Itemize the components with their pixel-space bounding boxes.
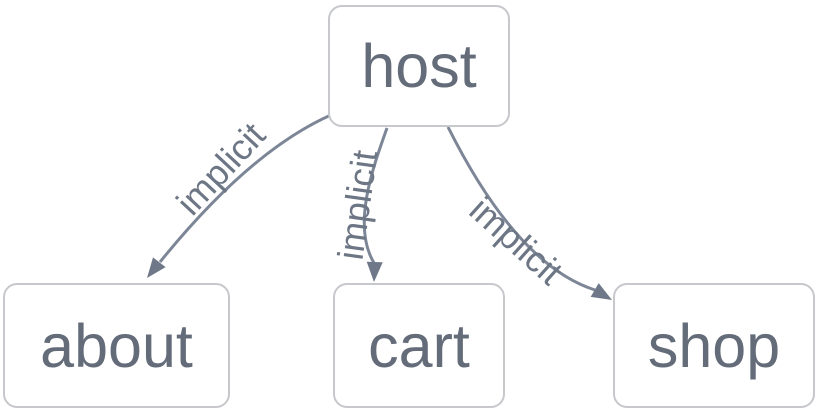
arrowhead-host-about-icon <box>147 257 166 278</box>
node-host: host <box>328 5 510 127</box>
arrowhead-host-cart-icon <box>366 261 383 282</box>
node-cart: cart <box>333 283 505 408</box>
node-host-label: host <box>361 32 477 100</box>
edge-host-shop <box>446 126 596 292</box>
node-shop: shop <box>613 283 815 408</box>
arrowhead-host-shop-icon <box>590 283 612 300</box>
node-shop-label: shop <box>647 311 781 380</box>
node-about: about <box>3 283 230 408</box>
node-about-label: about <box>40 311 193 380</box>
node-cart-label: cart <box>368 311 470 380</box>
edge-host-cart <box>362 127 389 264</box>
edge-host-about <box>158 110 339 263</box>
